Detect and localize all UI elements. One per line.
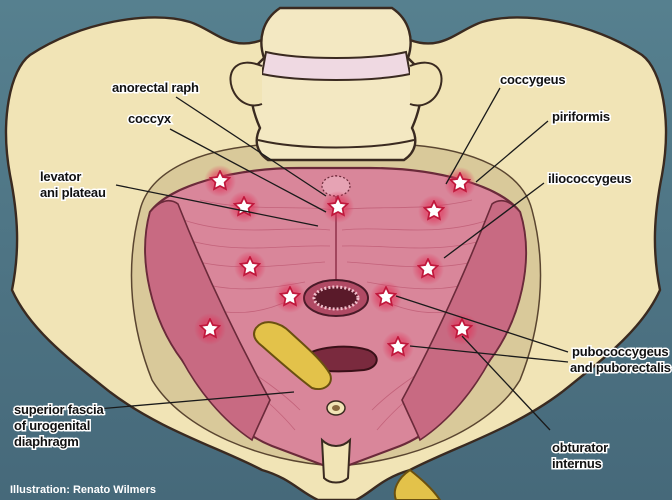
label-pubococcygeus-line1: pubococcygeus [572,344,668,359]
label-superior-fascia-line3: diaphragm [14,434,79,449]
trigger-point-2 [228,191,260,223]
sacrum [250,8,421,160]
label-levator-line2: ani plateau [40,185,106,200]
trigger-point-8 [274,281,306,313]
trigger-point-7 [412,253,444,285]
trigger-point-1 [204,165,236,197]
label-pubococcygeus-line2: and puborectalis [570,360,671,375]
label-superior-fascia-line2: of urogenital [14,418,90,433]
urethra [327,401,345,415]
trigger-point-3 [322,191,354,223]
label-obturator-line2: internus [552,456,602,471]
label-levator-line1: levator [40,169,81,184]
trigger-point-10 [194,313,226,345]
trigger-point-12 [382,331,414,363]
label-coccygeus: coccygeus [500,72,565,87]
rectum [304,280,368,316]
label-coccyx: coccyx [128,111,172,126]
label-anorectal-raphe: anorectal raph [112,80,199,95]
label-iliococcygeus: iliococcygeus [548,171,631,186]
illustration-credit: Illustration: Renato Wilmers [10,484,156,496]
label-obturator-line1: obturator [552,440,608,455]
label-piriformis: piriformis [552,109,610,124]
pubic-symphysis [322,440,350,483]
trigger-point-5 [418,195,450,227]
label-superior-fascia-line1: superior fascia [14,402,104,417]
trigger-point-6 [234,251,266,283]
trigger-point-4 [444,167,476,199]
